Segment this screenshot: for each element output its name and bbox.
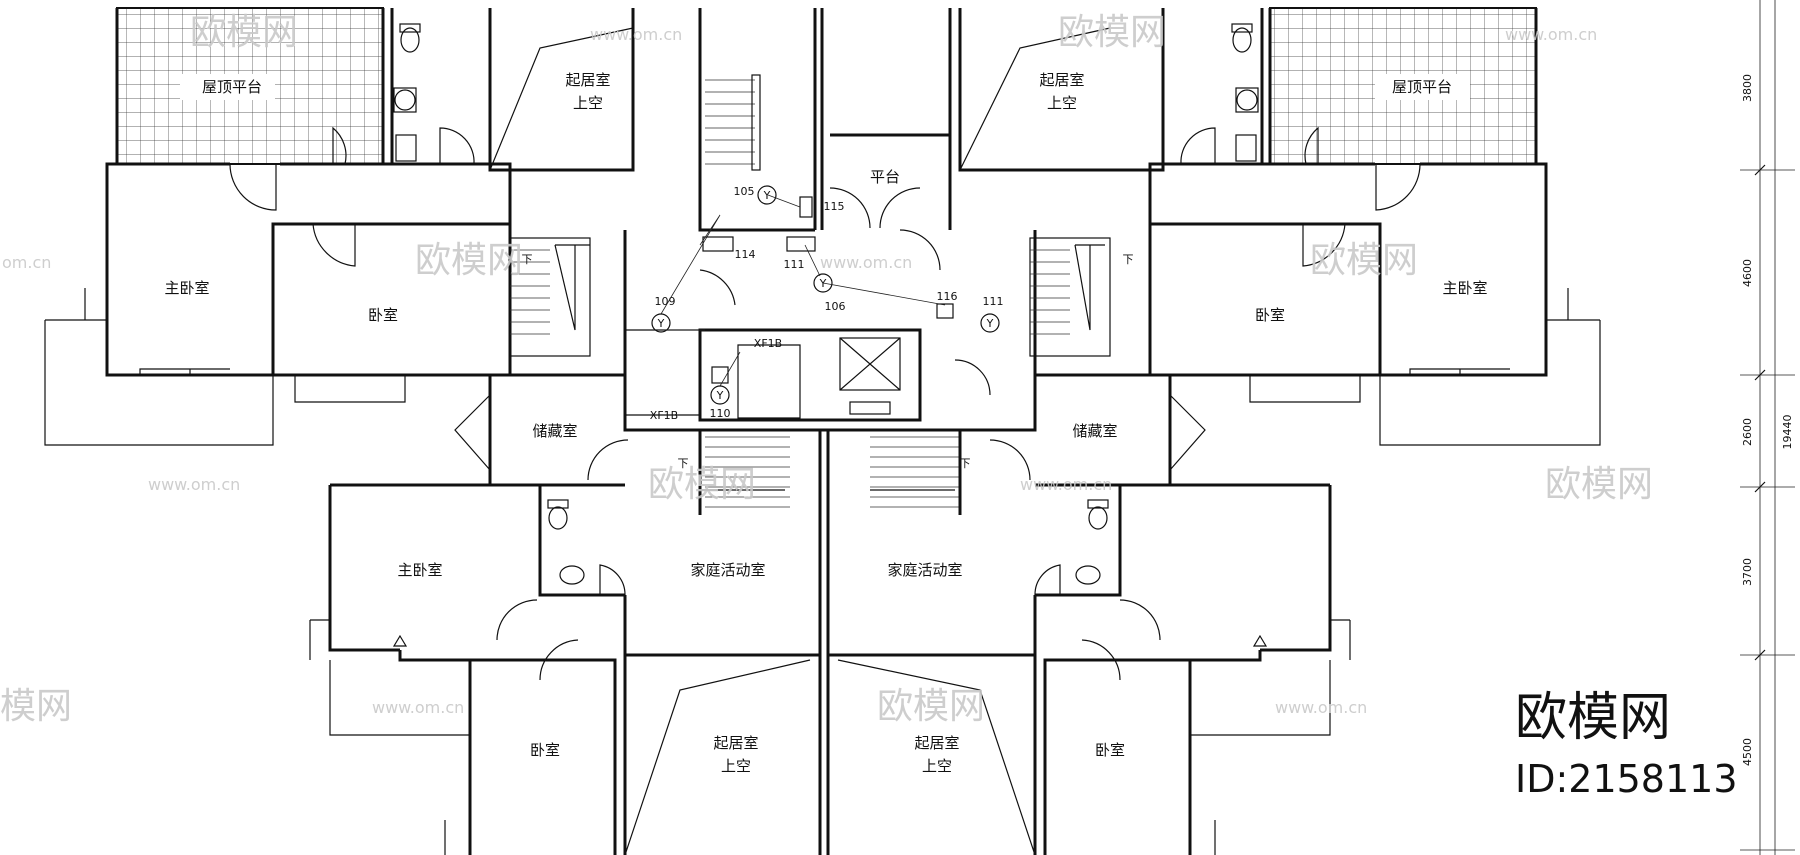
room-living-void-sw-2: 上空 [721, 757, 751, 775]
tag-116: 116 [937, 290, 958, 303]
svg-text:Y: Y [763, 189, 771, 202]
room-storage-left: 储藏室 [532, 422, 577, 440]
room-living-void-nw-1: 起居室 [565, 71, 610, 89]
stair-down-center-left: 下 [678, 457, 689, 470]
sensor-tag-110: Y 110 [710, 385, 731, 420]
room-terrace: 平台 [870, 168, 900, 186]
watermark-url: www.om.cn [590, 25, 682, 44]
room-roof-terrace-right: 屋顶平台 [1392, 78, 1452, 96]
watermark-logo: 欧模网 [190, 12, 298, 53]
roof-terrace-left [116, 7, 384, 165]
watermark-logo: 欧模网 [1058, 12, 1166, 53]
room-living-void-sw-1: 起居室 [713, 734, 758, 752]
svg-text:Y: Y [986, 317, 994, 330]
room-living-void-ne-2: 上空 [1047, 94, 1077, 112]
watermark-logo: 欧模网 [415, 240, 523, 281]
sensor-tag-106: Y 106 [813, 273, 846, 313]
watermark-logo: 欧模网 [648, 464, 756, 505]
dim-4600: 4600 [1741, 259, 1754, 287]
room-living-void-nw-2: 上空 [573, 94, 603, 112]
svg-text:Y: Y [716, 389, 724, 402]
watermark-url: www.om.cn [1505, 25, 1597, 44]
dim-19440: 19440 [1781, 415, 1794, 450]
dim-3700: 3700 [1741, 558, 1754, 586]
tag-xf1b-lower: XF1B [650, 409, 678, 422]
room-living-void-ne-1: 起居室 [1039, 71, 1084, 89]
stair-down-ne: 下 [1123, 253, 1134, 266]
room-living-void-se-2: 上空 [922, 757, 952, 775]
svg-text:105: 105 [734, 185, 755, 198]
stair-down-center-right: 下 [960, 457, 971, 470]
room-family-right: 家庭活动室 [887, 561, 962, 579]
room-bedroom-se: 卧室 [1095, 741, 1125, 759]
svg-text:106: 106 [825, 300, 846, 313]
dim-4500: 4500 [1741, 738, 1754, 766]
sensor-tag-109: Y 109 [651, 295, 676, 333]
watermark-logo: 欧模网 [1545, 464, 1653, 505]
watermark-logo: 欧模网 [877, 686, 985, 727]
svg-text:Y: Y [657, 317, 665, 330]
room-master-bedroom-ne: 主卧室 [1442, 279, 1487, 297]
room-living-void-se-1: 起居室 [914, 734, 959, 752]
room-storage-right: 储藏室 [1072, 422, 1117, 440]
watermark-url: www.om.cn [1020, 475, 1112, 494]
room-family-left: 家庭活动室 [690, 561, 765, 579]
watermark-url: www.om.cn [820, 253, 912, 272]
tag-115: 115 [824, 200, 845, 213]
watermark-url: www.om.cn [372, 698, 464, 717]
dim-2600: 2600 [1741, 418, 1754, 446]
brand-id: ID:2158113 [1515, 757, 1738, 801]
svg-text:Y: Y [819, 277, 827, 290]
watermark-logo: 欧模网 [1310, 240, 1418, 281]
watermark-url-short: om.cn [2, 253, 51, 272]
svg-text:111: 111 [983, 295, 1004, 308]
dim-3800: 3800 [1741, 74, 1754, 102]
tag-114: 114 [735, 248, 756, 261]
room-master-bedroom-sw: 主卧室 [397, 561, 442, 579]
sensor-tag-111-right: Y 111 [980, 295, 1004, 333]
svg-text:110: 110 [710, 407, 731, 420]
room-master-bedroom-nw: 主卧室 [164, 279, 209, 297]
stair-down-nw: 下 [522, 253, 533, 266]
sensor-tag-105: Y 105 [734, 185, 777, 205]
watermark-url: www.om.cn [1275, 698, 1367, 717]
watermark-logo-short: 模网 [0, 686, 72, 727]
watermark-url: www.om.cn [148, 475, 240, 494]
svg-text:109: 109 [655, 295, 676, 308]
room-bedroom-nw: 卧室 [368, 306, 398, 324]
tag-111-left: 111 [784, 258, 805, 271]
brand-name: 欧模网 [1515, 688, 1671, 748]
watermark-layer: www.om.cn www.om.cn www.om.cn www.om.cn … [0, 12, 1653, 727]
roof-terrace-right [1269, 7, 1537, 165]
room-bedroom-sw: 卧室 [530, 741, 560, 759]
room-bedroom-ne: 卧室 [1255, 306, 1285, 324]
dimension-column: 3800 4600 2600 19440 3700 4500 [1740, 0, 1795, 855]
room-roof-terrace-left: 屋顶平台 [202, 78, 262, 96]
tag-xf1b-upper: XF1B [754, 337, 782, 350]
